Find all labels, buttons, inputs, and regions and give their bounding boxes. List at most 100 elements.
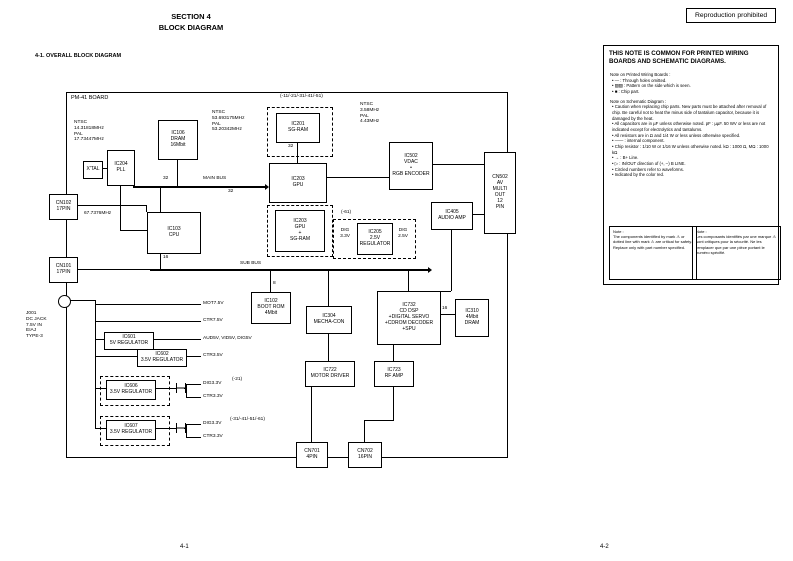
wire <box>177 158 178 187</box>
notes-panel-title: THIS NOTE IS COMMON FOR PRINTED WIRING B… <box>609 50 749 66</box>
safety-note-french-title: Note : <box>696 229 707 234</box>
wire <box>95 356 137 357</box>
schematic-note-item: • ▷ : IN/OUT direction of (+, –) B LINE. <box>612 161 686 167</box>
wire <box>160 188 161 212</box>
wire <box>311 385 312 442</box>
wire <box>186 437 201 438</box>
wire <box>186 384 201 385</box>
wire <box>297 141 298 163</box>
section-title: SECTION 4 BLOCK DIAGRAM <box>135 11 247 34</box>
label-ctr-3v3-b: CTR3.3V <box>203 434 223 439</box>
block-ic723-rf-amp: IC723 RF AMP <box>374 361 414 387</box>
wire <box>154 428 176 429</box>
block-ic607-regulator: IC607 3.5V REGULATOR <box>106 420 156 440</box>
label-ctr-3v3-a: CTR3.3V <box>203 394 223 399</box>
safety-note-english-title: Note : <box>613 229 624 234</box>
wire <box>69 300 95 301</box>
label-variant-61: (-61) <box>341 210 352 215</box>
wire <box>186 384 187 398</box>
wire <box>431 164 484 165</box>
block-cn701: CN701 4PIN <box>296 442 328 468</box>
label-dig-3v3-a: DIG3.3V <box>203 381 222 386</box>
label-pll-frequency: NTSC 14.31818MHz PAL 17.73447MHz <box>74 120 104 143</box>
schematic-note-item: • → : B+ Line. <box>612 155 639 161</box>
wire <box>186 424 187 438</box>
block-ic502-rgb-encoder: IC502 VDAC • RGB ENCODER <box>389 142 433 190</box>
wire <box>364 420 394 421</box>
label-dig-3v3-b: DIG3.3V <box>203 421 222 426</box>
block-ic722-motor-driver: IC722 MOTOR DRIVER <box>305 361 355 387</box>
block-cn702: CN702 16PIN <box>348 442 382 468</box>
block-cn101: CN101 17PIN <box>49 257 78 283</box>
pwb-note-item: • ■ : Chip part. <box>612 89 640 95</box>
label-bus-width-8: 8 <box>273 281 276 286</box>
wire <box>95 428 106 429</box>
label-bus-width-16: 16 <box>442 306 448 311</box>
wire <box>76 269 150 270</box>
pwb-note-item: • ▨▨ : Pattern on the side which is seen… <box>612 83 691 89</box>
wire <box>186 397 201 398</box>
label-mot-7v5: MOT7.5V <box>203 301 224 306</box>
block-ic405-audio-amp: IC405 AUDIO AMP <box>431 202 473 230</box>
block-ic310-dram: IC310 4Mbit DRAM <box>455 299 489 337</box>
label-dig-2v5: DIG 2.5V <box>398 228 408 239</box>
wire <box>95 388 106 389</box>
wire <box>439 314 455 315</box>
notes-panel: THIS NOTE IS COMMON FOR PRINTED WIRING B… <box>603 45 781 285</box>
variant-outline-regulator <box>333 219 416 259</box>
wire <box>154 388 176 389</box>
schematic-note-item: • Circled numbers refer to waveforms. <box>612 166 684 172</box>
schematic-note-item: • Caution when replacing chip parts. New… <box>612 104 767 121</box>
schematic-note-item: • All resistors are in Ω and 1/4 W or le… <box>612 132 741 138</box>
schematic-note-item: • All capacitors are in µF unless otherw… <box>612 121 766 133</box>
transistor-symbol <box>176 423 186 433</box>
block-ic602-regulator: IC602 3.5V REGULATOR <box>137 349 187 367</box>
reproduction-prohibited-stamp: Reproduction prohibited <box>686 8 777 23</box>
sub-bus-line <box>150 269 428 271</box>
wire <box>76 205 147 206</box>
wire <box>439 291 451 292</box>
block-ic601-regulator: IC601 5V REGULATOR <box>104 332 154 350</box>
wire <box>270 271 271 292</box>
label-sub-bus: SUB BUS <box>240 261 262 266</box>
block-ic304-mecha-con: IC304 MECHA-CON <box>306 306 352 334</box>
transistor-symbol <box>176 383 186 393</box>
label-ctr-7v5: CTR7.5V <box>203 318 223 323</box>
wire <box>152 339 201 340</box>
wire <box>408 271 409 291</box>
main-bus-line <box>133 186 265 188</box>
block-ic102-boot-rom: IC102 BOOT ROM 4Mbit <box>251 292 291 324</box>
block-ic203-gpu: IC203 GPU <box>269 163 327 203</box>
wire <box>393 385 394 420</box>
block-ic204-pll: IC204 PLL <box>107 150 135 186</box>
page-number-left: 4-1 <box>180 544 189 550</box>
block-ic606-regulator: IC606 3.5V REGULATOR <box>106 380 156 400</box>
label-gpu-frequency: NTSC 53.693175MHz PAL 53.20342MHz <box>212 110 245 133</box>
wire <box>471 214 484 215</box>
block-ic103-cpu: IC103 CPU <box>147 212 201 254</box>
block-cn502-av-multi-out: CN502 AV MULTI OUT 12 PIN <box>484 152 516 234</box>
label-main-bus: MAIN BUS <box>203 176 227 181</box>
section-title-line2: BLOCK DIAGRAM <box>158 23 224 33</box>
safety-note-french-body: Les composants identifiés par une marque… <box>696 234 777 255</box>
label-variant-31: (-31/-41/-51/-61) <box>230 417 265 422</box>
section-title-line1: SECTION 4 <box>171 12 211 21</box>
block-ic201-sgram: IC201 SG-RAM <box>276 113 320 143</box>
wire <box>146 205 147 212</box>
wire <box>95 321 201 322</box>
block-xtal: X'TAL <box>83 161 103 179</box>
pwb-notes-heading: Note on Printed Wiring Boards : <box>610 72 671 77</box>
label-5v-rails: AUD5V, VID5V, DIG5V <box>203 336 252 341</box>
block-cn102: CN102 17PIN <box>49 194 78 220</box>
variant-outline-sgram <box>267 107 333 157</box>
power-rail-line <box>95 300 96 428</box>
safety-note-french: Note : Les composants identifiés par une… <box>692 226 781 280</box>
pwb-note-item: • ― : Through holes omitted. <box>612 77 667 83</box>
wire <box>120 230 147 231</box>
block-ic205-regulator: IC205 2.5V REGULATOR <box>357 223 393 255</box>
arrowhead-icon <box>265 184 269 190</box>
wire <box>101 168 107 169</box>
page-number-right: 4-2 <box>600 544 609 550</box>
label-bus-width-32: 32 <box>163 176 169 181</box>
wire <box>328 332 329 361</box>
